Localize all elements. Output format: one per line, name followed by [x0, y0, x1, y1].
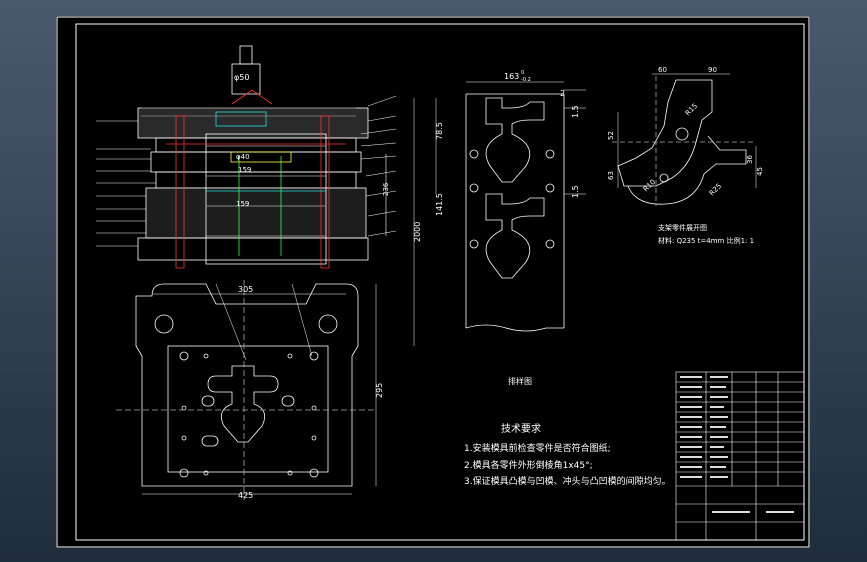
dim-pitch-tol-bottom: -0.2: [521, 77, 531, 83]
dim-pitch-tol-top: 0: [521, 70, 524, 76]
lower-plate: [145, 187, 367, 239]
part-material-note: 材料: Q235 t=4mm 比例1: 1: [658, 237, 755, 245]
punch-core: [205, 133, 327, 265]
strip-layout: [413, 81, 586, 346]
plan-view: [116, 280, 377, 500]
title-block: [675, 371, 805, 541]
dim-plan-top: 305: [238, 285, 253, 294]
dim-inner-3: 159: [236, 200, 249, 208]
base-plate: [137, 237, 369, 261]
dim-part-b: 90: [708, 66, 717, 74]
upper-plate: [137, 107, 369, 139]
drawing-svg: φ50 φ40 159 159 236: [56, 16, 810, 548]
dim-part-e: 36: [746, 155, 754, 164]
tech-requirement-1: 1.安装模具前检查零件是否符合图纸;: [464, 444, 611, 454]
dim-inner-2: 159: [238, 166, 251, 174]
tech-requirement-2: 2.模具各零件外形倒棱角1x45°;: [464, 461, 593, 471]
dim-part-h: R15: [684, 102, 699, 117]
dim-shank: φ50: [234, 73, 249, 82]
die-cavity: [207, 365, 279, 443]
tech-requirement-3: 3.保证模具凸模与凹模、冲头与凸凹模的间隙均匀。: [464, 477, 671, 487]
dim-strip-c: 1.5: [571, 105, 580, 118]
dim-plan-bottom: 425: [238, 491, 253, 500]
assembly-section-view: [96, 45, 397, 269]
base-outline: [135, 283, 359, 487]
strip-layout-caption: 排样图: [508, 377, 532, 386]
shank-top: [239, 45, 253, 65]
die-block: [167, 345, 329, 473]
dim-part-d: 63: [607, 171, 615, 180]
dim-part-g: R25: [708, 182, 723, 197]
dim-side: 236: [382, 182, 390, 196]
dim-inner-1: φ40: [236, 153, 250, 161]
tech-requirements-title: 技术要求: [501, 424, 541, 435]
dim-strip-length: 2000: [413, 222, 422, 242]
part-development-caption: 支架零件展开图: [658, 224, 707, 232]
dim-strip-a: 78.5: [435, 122, 444, 140]
dim-plan-right: 295: [375, 383, 384, 398]
dim-part-f: 45: [756, 167, 764, 176]
dim-part-a: 60: [658, 66, 667, 74]
dim-strip-b: 141.5: [435, 193, 444, 216]
inner-frame: [75, 23, 805, 541]
dim-pitch: 163: [504, 72, 519, 81]
dim-strip-d: 1.5: [571, 185, 580, 198]
part-development: [612, 73, 757, 206]
dim-part-i: R10: [642, 178, 657, 193]
title-block-text-marks: [680, 376, 794, 513]
guide-pin-left: [175, 115, 185, 269]
dim-part-c: 52: [607, 131, 615, 140]
dim-strip-e: 2: [560, 89, 565, 98]
guide-pin-right: [320, 115, 330, 269]
drawing-canvas[interactable]: φ50 φ40 159 159 236: [56, 16, 810, 548]
outer-frame: [56, 16, 810, 548]
